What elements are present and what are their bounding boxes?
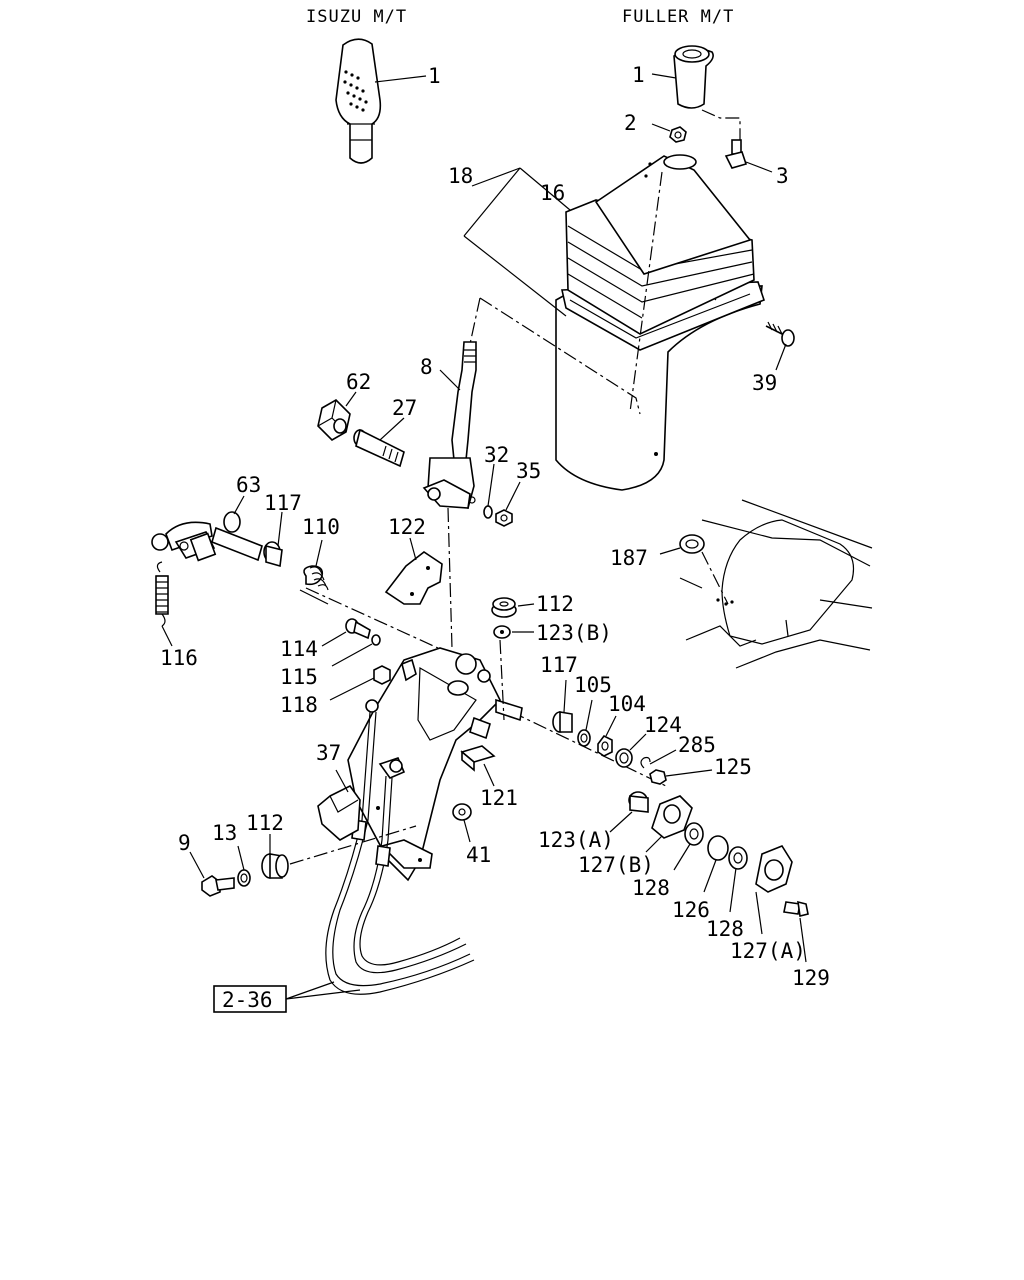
label-part-112-upper: 112	[536, 592, 574, 616]
bushing-117-lower	[552, 711, 573, 733]
washer-32	[483, 505, 493, 519]
nut-125	[649, 769, 667, 785]
header-isuzu-mt: ISUZU M/T	[306, 7, 407, 27]
label-part-123a: 123(A)	[538, 828, 614, 852]
isuzu-shift-knob	[335, 38, 382, 164]
washer-105	[577, 729, 591, 747]
label-part-3: 3	[776, 164, 789, 188]
washer-115	[371, 634, 381, 646]
screw-39	[765, 321, 795, 347]
label-part-285: 285	[678, 733, 716, 757]
bushing-123a	[628, 791, 649, 813]
label-part-18: 18	[448, 164, 473, 188]
washer-104	[597, 734, 613, 757]
label-part-125: 125	[714, 755, 752, 779]
ball-126	[707, 835, 729, 861]
label-part-126: 126	[672, 898, 710, 922]
washer-124	[615, 748, 633, 768]
label-part-127b: 127(B)	[578, 853, 654, 877]
washer-13	[237, 869, 251, 887]
label-part-13: 13	[212, 821, 237, 845]
seal-128-lower	[728, 846, 748, 870]
bolt-9	[201, 875, 235, 897]
spring-110	[299, 565, 329, 605]
seal-128-upper	[684, 822, 704, 846]
pad-121	[460, 745, 496, 772]
label-part-117-lower: 117	[540, 653, 578, 677]
label-part-127a: 127(A)	[730, 939, 806, 963]
bolt-129	[783, 900, 809, 917]
shift-boot-16	[555, 154, 765, 491]
reference-box-label: 2-36	[222, 988, 273, 1012]
flange-127b	[651, 795, 693, 839]
fuller-bolt-3	[724, 139, 748, 169]
fuller-nut-2	[669, 126, 687, 143]
label-part-129: 129	[792, 966, 830, 990]
cap-62	[317, 399, 351, 441]
label-part-105: 105	[574, 673, 612, 697]
label-part-16: 16	[540, 181, 565, 205]
linkage-63	[151, 511, 263, 562]
label-part-128-lower: 128	[706, 917, 744, 941]
cab-floor-outline	[679, 499, 873, 669]
label-part-39: 39	[752, 371, 777, 395]
shift-bracket-assembly	[347, 647, 523, 882]
label-part-115: 115	[280, 665, 318, 689]
label-part-122: 122	[388, 515, 426, 539]
label-part-110: 110	[302, 515, 340, 539]
label-part-128-upper: 128	[632, 876, 670, 900]
label-part-8: 8	[420, 355, 433, 379]
grommet-112-upper	[491, 597, 517, 618]
label-part-2: 2	[624, 111, 637, 135]
grommet-112-lower	[261, 853, 289, 879]
shift-cables	[325, 699, 475, 995]
fuller-shift-knob	[673, 45, 714, 109]
label-part-112-lower: 112	[246, 811, 284, 835]
label-part-9: 9	[178, 831, 191, 855]
bushing-123b	[493, 625, 511, 639]
label-part-187: 187	[610, 546, 648, 570]
label-part-32: 32	[484, 443, 509, 467]
label-part-37: 37	[316, 741, 341, 765]
label-part-62: 62	[346, 370, 371, 394]
label-part-27: 27	[392, 396, 417, 420]
nut-118	[373, 665, 391, 685]
label-part-63: 63	[236, 473, 261, 497]
header-fuller-mt: FULLER M/T	[622, 7, 734, 27]
grommet-187	[679, 534, 705, 554]
flange-127a	[755, 845, 793, 893]
bushing-117-upper	[263, 541, 283, 568]
nut-41	[452, 803, 472, 821]
nut-35	[495, 509, 513, 527]
pin-27	[353, 428, 405, 468]
label-part-121: 121	[480, 786, 518, 810]
clip-285	[640, 756, 651, 769]
label-part-114: 114	[280, 637, 318, 661]
label-fuller-part-1: 1	[632, 63, 645, 87]
bracket-122	[384, 551, 443, 605]
label-part-41: 41	[466, 843, 491, 867]
label-part-116: 116	[160, 646, 198, 670]
label-isuzu-part-1: 1	[428, 64, 441, 88]
label-part-35: 35	[516, 459, 541, 483]
label-part-104: 104	[608, 692, 646, 716]
label-part-117-upper: 117	[264, 491, 302, 515]
bracket-37	[317, 784, 361, 841]
shift-lever-8	[422, 341, 477, 510]
spring-116	[155, 561, 169, 627]
bolt-114	[345, 618, 371, 640]
label-part-123b: 123(B)	[536, 621, 612, 645]
reference-box-2-36[interactable]: 2-36	[213, 985, 287, 1013]
label-part-118: 118	[280, 693, 318, 717]
label-part-124: 124	[644, 713, 682, 737]
